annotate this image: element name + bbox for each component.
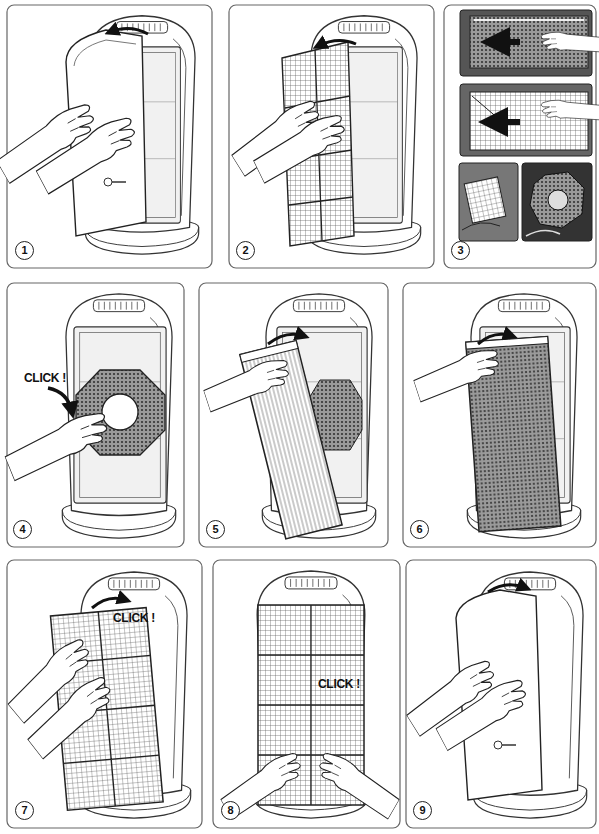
step-number: 9	[413, 801, 432, 820]
step-number: 2	[236, 241, 255, 260]
filter-unpacking	[459, 10, 599, 241]
step-number: 3	[451, 241, 470, 260]
install-fan-filter	[1, 294, 175, 538]
install-carbon-filter	[411, 294, 581, 538]
step-number-text: 9	[419, 805, 425, 816]
click-label: CLICK !	[24, 371, 66, 385]
remove-front-cover	[0, 16, 199, 254]
step-number: 8	[221, 801, 240, 820]
refit-front-cover	[402, 572, 587, 818]
install-hepa-filter	[201, 294, 376, 539]
step-number: 5	[206, 520, 225, 539]
secure-prefilter	[217, 571, 404, 819]
step-number: 1	[15, 241, 34, 260]
step-number-text: 4	[19, 524, 25, 535]
step-number-text: 8	[227, 805, 233, 816]
click-label: CLICK !	[318, 677, 360, 691]
remove-prefilter	[227, 16, 421, 254]
step-number-text: 7	[21, 805, 27, 816]
step-number: 6	[410, 520, 429, 539]
step-number: 4	[13, 520, 32, 539]
step-number-text: 1	[21, 245, 27, 256]
step-number-text: 5	[212, 524, 218, 535]
step-number-text: 6	[416, 524, 422, 535]
step-number-text: 3	[457, 245, 463, 256]
step-number: 7	[15, 801, 34, 820]
click-label: CLICK !	[113, 611, 155, 625]
install-prefilter	[2, 572, 190, 818]
step-number-text: 2	[242, 245, 248, 256]
